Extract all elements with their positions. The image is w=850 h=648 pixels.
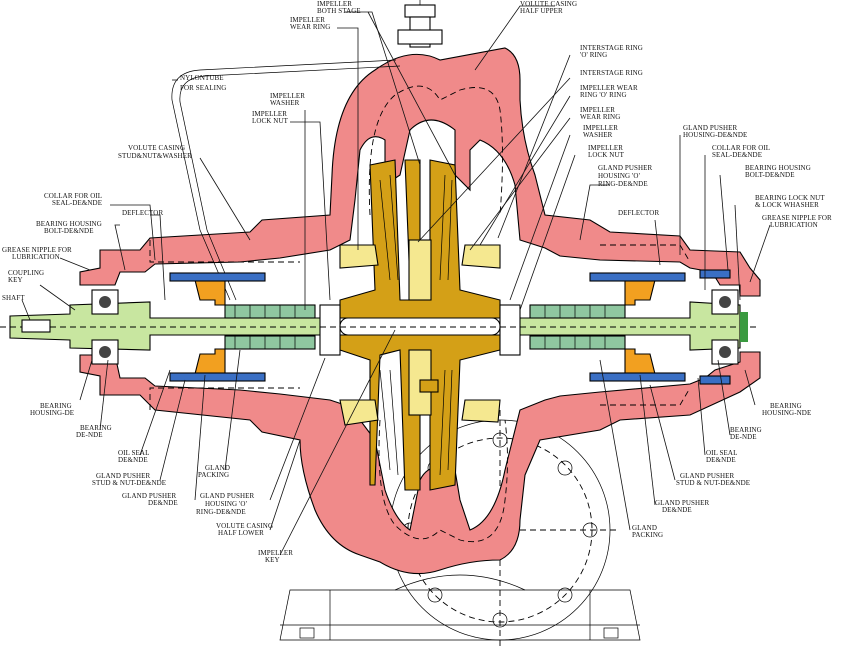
label-interstage-ring-o: INTERSTAGE RING'O' RING <box>580 44 643 59</box>
vent-fitting <box>397 0 443 48</box>
leader-lines <box>21 5 771 556</box>
volute-casing <box>79 47 761 575</box>
gland-studs <box>169 269 731 385</box>
pump-base <box>279 574 641 641</box>
label-deflector-left: DEFLECTOR <box>122 209 163 217</box>
label-interstage-ring: INTERSTAGE RING <box>580 69 643 77</box>
label-shaft: SHAFT <box>2 294 25 302</box>
label-bearing-lock-nut: BEARING LOCK NUT& LOCK WHASHER <box>755 194 825 209</box>
label-deflector-right: DEFLECTOR <box>618 209 659 217</box>
impellers <box>339 159 501 491</box>
bearings <box>91 289 748 365</box>
nylon-tube <box>171 59 401 301</box>
gland-pushers <box>194 279 656 375</box>
gland-packing <box>224 304 626 350</box>
